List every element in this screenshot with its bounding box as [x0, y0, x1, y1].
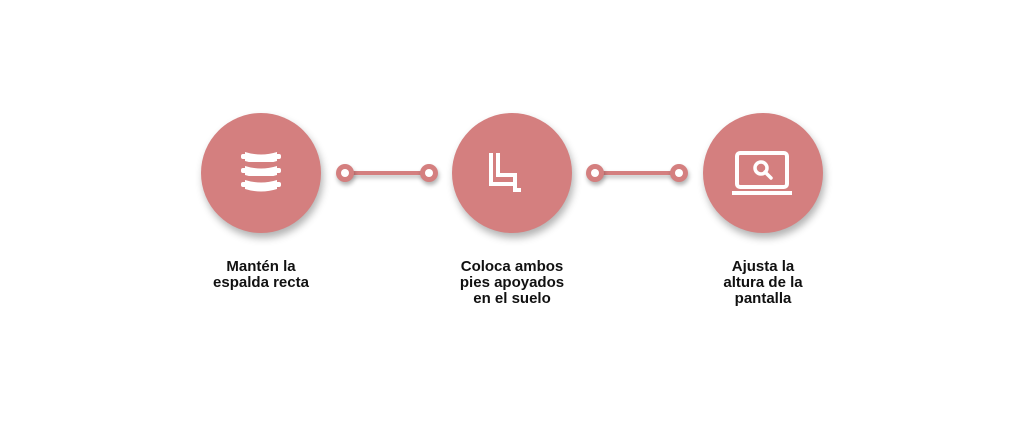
connector-dot — [420, 164, 438, 182]
connector-2-3 — [586, 164, 688, 182]
chair-icon — [489, 153, 521, 192]
label-line: espalda recta — [213, 274, 309, 291]
connector-line — [595, 171, 679, 175]
label-line: en el suelo — [473, 290, 551, 307]
step-3-label: Ajusta la altura de la pantalla — [683, 259, 843, 307]
label-line: Mantén la — [226, 258, 296, 275]
step-3-circle — [703, 113, 823, 233]
label-line: pantalla — [734, 290, 792, 307]
connector-dot — [586, 164, 604, 182]
step-2-label: Coloca ambos pies apoyados en el suelo — [432, 259, 592, 307]
step-1-label: Mantén la espalda recta — [181, 259, 341, 291]
label-line: altura de la — [723, 274, 803, 291]
laptop-search-icon — [732, 151, 792, 195]
connector-1-2 — [336, 164, 438, 182]
spine-icon — [241, 152, 281, 192]
connector-dot — [670, 164, 688, 182]
label-line: Coloca ambos — [460, 258, 564, 275]
label-line: pies apoyados — [459, 274, 565, 291]
step-1-circle — [201, 113, 321, 233]
step-2-circle — [452, 113, 572, 233]
connector-line — [345, 171, 429, 175]
connector-dot — [336, 164, 354, 182]
label-line: Ajusta la — [731, 258, 795, 275]
